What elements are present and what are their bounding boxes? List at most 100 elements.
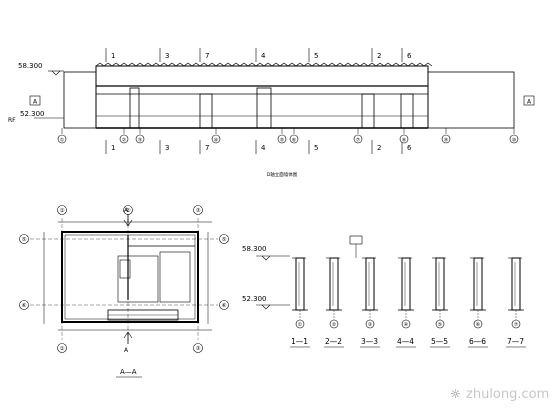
plan-section-mark-top-text: A <box>124 207 129 214</box>
section-column-body <box>401 257 411 311</box>
elevation-bottom-label: 2 <box>377 144 381 152</box>
axis-bubble-label: ⑩ <box>512 138 517 144</box>
axis-bubble <box>277 134 287 144</box>
plan-axis-bubble <box>219 300 229 310</box>
section-details: 58.300 52.300 ①1—1②2—2③3—3④4—4⑤5—5⑥6—6⑦7… <box>242 235 526 348</box>
section-level-bottom: 52.300 <box>242 295 290 310</box>
plan-axis-label: ① <box>60 346 65 352</box>
axis-bubble <box>57 134 67 144</box>
elevation-top-label: 6 <box>407 52 412 60</box>
section-label: 3—3 <box>361 337 378 346</box>
door-opening-1 <box>199 93 213 129</box>
section-bubble <box>365 319 375 329</box>
axis-bubble <box>399 134 409 144</box>
axis-bubble-label: ⑦ <box>356 138 361 144</box>
section-column: ②2—2 <box>324 257 344 348</box>
plan-axis-label: ③ <box>196 346 201 352</box>
brick-wall-right <box>427 71 515 129</box>
elevation-top-label: 1 <box>111 52 115 60</box>
section-bubble-label: ⑦ <box>514 322 519 328</box>
elevation-bottom-label: 4 <box>261 144 266 152</box>
axis-bubble <box>211 134 221 144</box>
axis-bubble-label: ⑧ <box>402 138 407 144</box>
elevation-top-label: 4 <box>261 52 266 60</box>
section-bubble <box>473 319 483 329</box>
section-bubble <box>435 319 445 329</box>
watermark-text: zhulong.com <box>466 387 549 402</box>
axis-bubble-label: ⑤ <box>280 138 284 144</box>
plan-axis-label: ② <box>126 207 131 214</box>
plan-axis-bubble <box>193 205 203 215</box>
axis-bubble <box>509 134 519 144</box>
elevation-bottom-label: 6 <box>407 144 412 152</box>
level-mark-bottom: 52.300 RF <box>8 110 64 124</box>
axis-bubble-label: ① <box>60 138 65 144</box>
section-bubble-label: ③ <box>368 322 372 328</box>
plan-axis-label: ③ <box>196 208 201 214</box>
axis-bubble-label: ② <box>122 138 127 144</box>
plan-axis-bubble <box>219 234 229 244</box>
watermark-icon: ☼ <box>450 387 461 401</box>
plan-axis-label: ⑥ <box>22 303 27 309</box>
section-level-top-text: 58.300 <box>242 245 267 253</box>
section-column-body <box>511 257 521 311</box>
section-column-body <box>473 257 483 311</box>
plan-axis-bubble <box>57 205 67 215</box>
parapet-pattern <box>95 62 433 67</box>
plan-section-mark-top: A <box>123 207 133 227</box>
section-column: ④ 4—4 <box>396 257 416 348</box>
plan-axis-bubble <box>57 343 67 353</box>
plan-section-mark-bottom: A <box>123 331 133 354</box>
plan-axis-bubble <box>19 234 29 244</box>
section-column-body <box>295 257 305 311</box>
plan-core-room <box>117 255 159 303</box>
section-label: 1—1 <box>291 337 308 346</box>
plan-axis-bubble <box>193 343 203 353</box>
section-column: ③ 3—3 <box>360 257 380 348</box>
section-mark-right-text: A <box>527 99 532 106</box>
section-columns: ①1—1②2—2③3—3④4—4⑤5—5⑥6—6⑦7—7 <box>290 235 526 348</box>
axis-bubble-label: ⑨ <box>444 138 448 144</box>
plan-outer-wall <box>61 231 199 323</box>
section-label: 6—6 <box>469 337 486 346</box>
section-level-top: 58.300 <box>242 245 290 261</box>
section-label: 2—2 <box>325 337 342 346</box>
axis-bubble-label: ③ <box>138 138 142 144</box>
door-opening-4 <box>400 93 414 129</box>
roof-mark: RF <box>8 117 16 124</box>
plan-window <box>119 259 131 279</box>
section-column: ⑦7—7 <box>506 257 526 348</box>
level-mark-top: 58.300 <box>18 62 64 76</box>
level-text-top: 58.300 <box>18 62 43 70</box>
elevation-bottom-label: 5 <box>314 144 318 152</box>
plan-axis-label: ① <box>60 208 65 214</box>
plan-side-room <box>159 251 191 303</box>
section-bubble-label: ① <box>298 322 303 328</box>
section-bubble <box>329 319 339 329</box>
axis-bubble <box>353 134 363 144</box>
level-text-bottom: 52.300 <box>20 110 45 118</box>
section-column-body <box>365 257 375 311</box>
axis-bubble-label: ⑥ <box>292 138 297 144</box>
section-column-body <box>329 257 339 311</box>
brick-wall-left <box>63 71 97 129</box>
watermark: ☼ zhulong.com <box>450 387 549 402</box>
section-bubble-label: ⑥ <box>476 322 481 328</box>
axis-bubble <box>441 134 451 144</box>
elevation-caption: D轴立面墙体图 <box>267 171 298 178</box>
section-bubble-label: ④ <box>404 322 409 328</box>
elevation-bottom-label: 3 <box>165 144 169 152</box>
section-bubble <box>511 319 521 329</box>
section-mark-left-text: A <box>33 99 38 106</box>
plan-axis-label: ⑤ <box>222 237 227 243</box>
section-label: 4—4 <box>397 337 414 346</box>
elevation-top-label: 3 <box>165 52 169 60</box>
plan-inner-wall <box>64 234 196 320</box>
